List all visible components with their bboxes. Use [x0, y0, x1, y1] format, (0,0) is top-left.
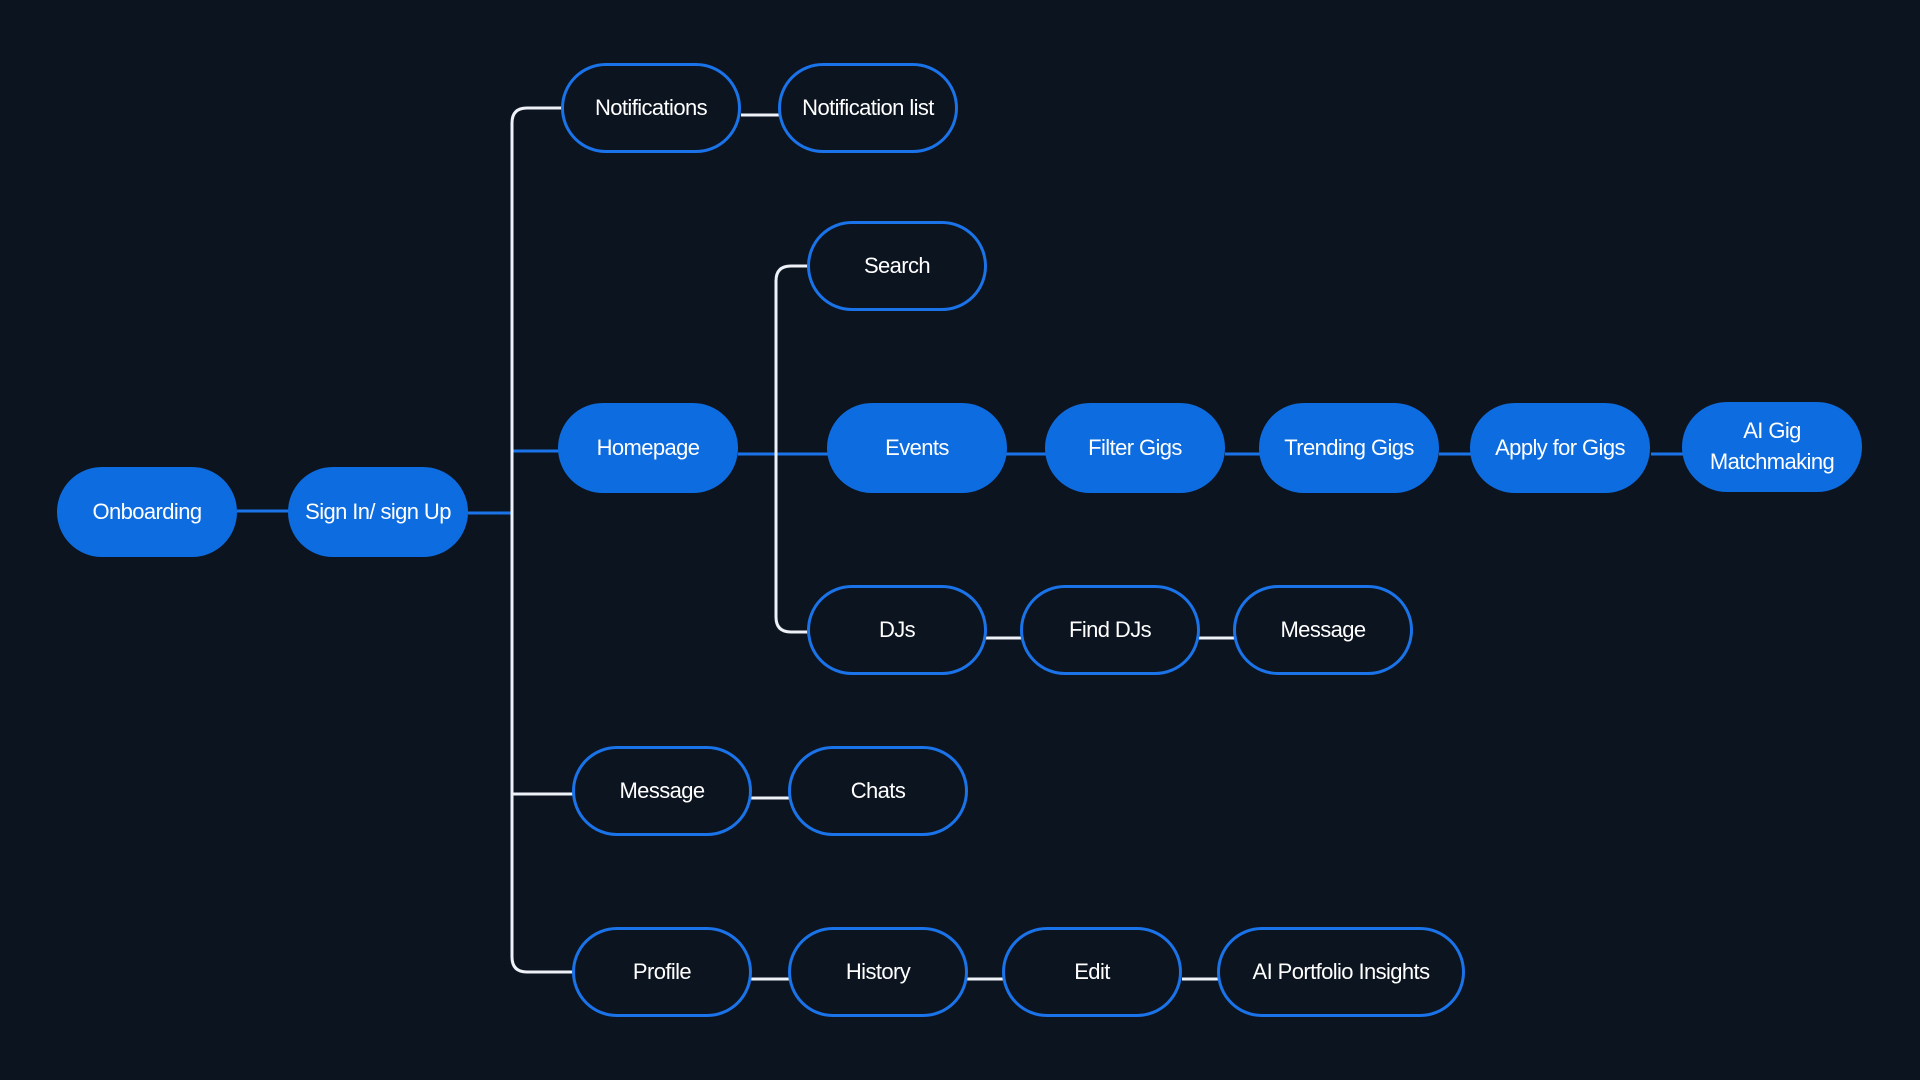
node-ai-gig-matchmaking[interactable]: AI Gig Matchmaking: [1682, 402, 1862, 492]
node-events[interactable]: Events: [827, 403, 1007, 493]
node-find-djs[interactable]: Find DJs: [1020, 585, 1200, 675]
node-trending-gigs[interactable]: Trending Gigs: [1259, 403, 1439, 493]
node-apply-for-gigs[interactable]: Apply for Gigs: [1470, 403, 1650, 493]
node-sign-in-sign-up[interactable]: Sign In/ sign Up: [288, 467, 468, 557]
node-ai-portfolio-insights[interactable]: AI Portfolio Insights: [1217, 927, 1465, 1017]
node-history[interactable]: History: [788, 927, 968, 1017]
node-onboarding[interactable]: Onboarding: [57, 467, 237, 557]
node-profile[interactable]: Profile: [572, 927, 752, 1017]
node-edit[interactable]: Edit: [1002, 927, 1182, 1017]
node-homepage[interactable]: Homepage: [558, 403, 738, 493]
node-notification-list[interactable]: Notification list: [778, 63, 958, 153]
node-chats[interactable]: Chats: [788, 746, 968, 836]
node-filter-gigs[interactable]: Filter Gigs: [1045, 403, 1225, 493]
node-message[interactable]: Message: [572, 746, 752, 836]
node-search[interactable]: Search: [807, 221, 987, 311]
connector-homepage-branch: [774, 264, 808, 634]
node-dj-message[interactable]: Message: [1233, 585, 1413, 675]
connector-trunk: [510, 106, 573, 974]
node-djs[interactable]: DJs: [807, 585, 987, 675]
connector-signin-trunk: [468, 449, 560, 515]
node-notifications[interactable]: Notifications: [561, 63, 741, 153]
